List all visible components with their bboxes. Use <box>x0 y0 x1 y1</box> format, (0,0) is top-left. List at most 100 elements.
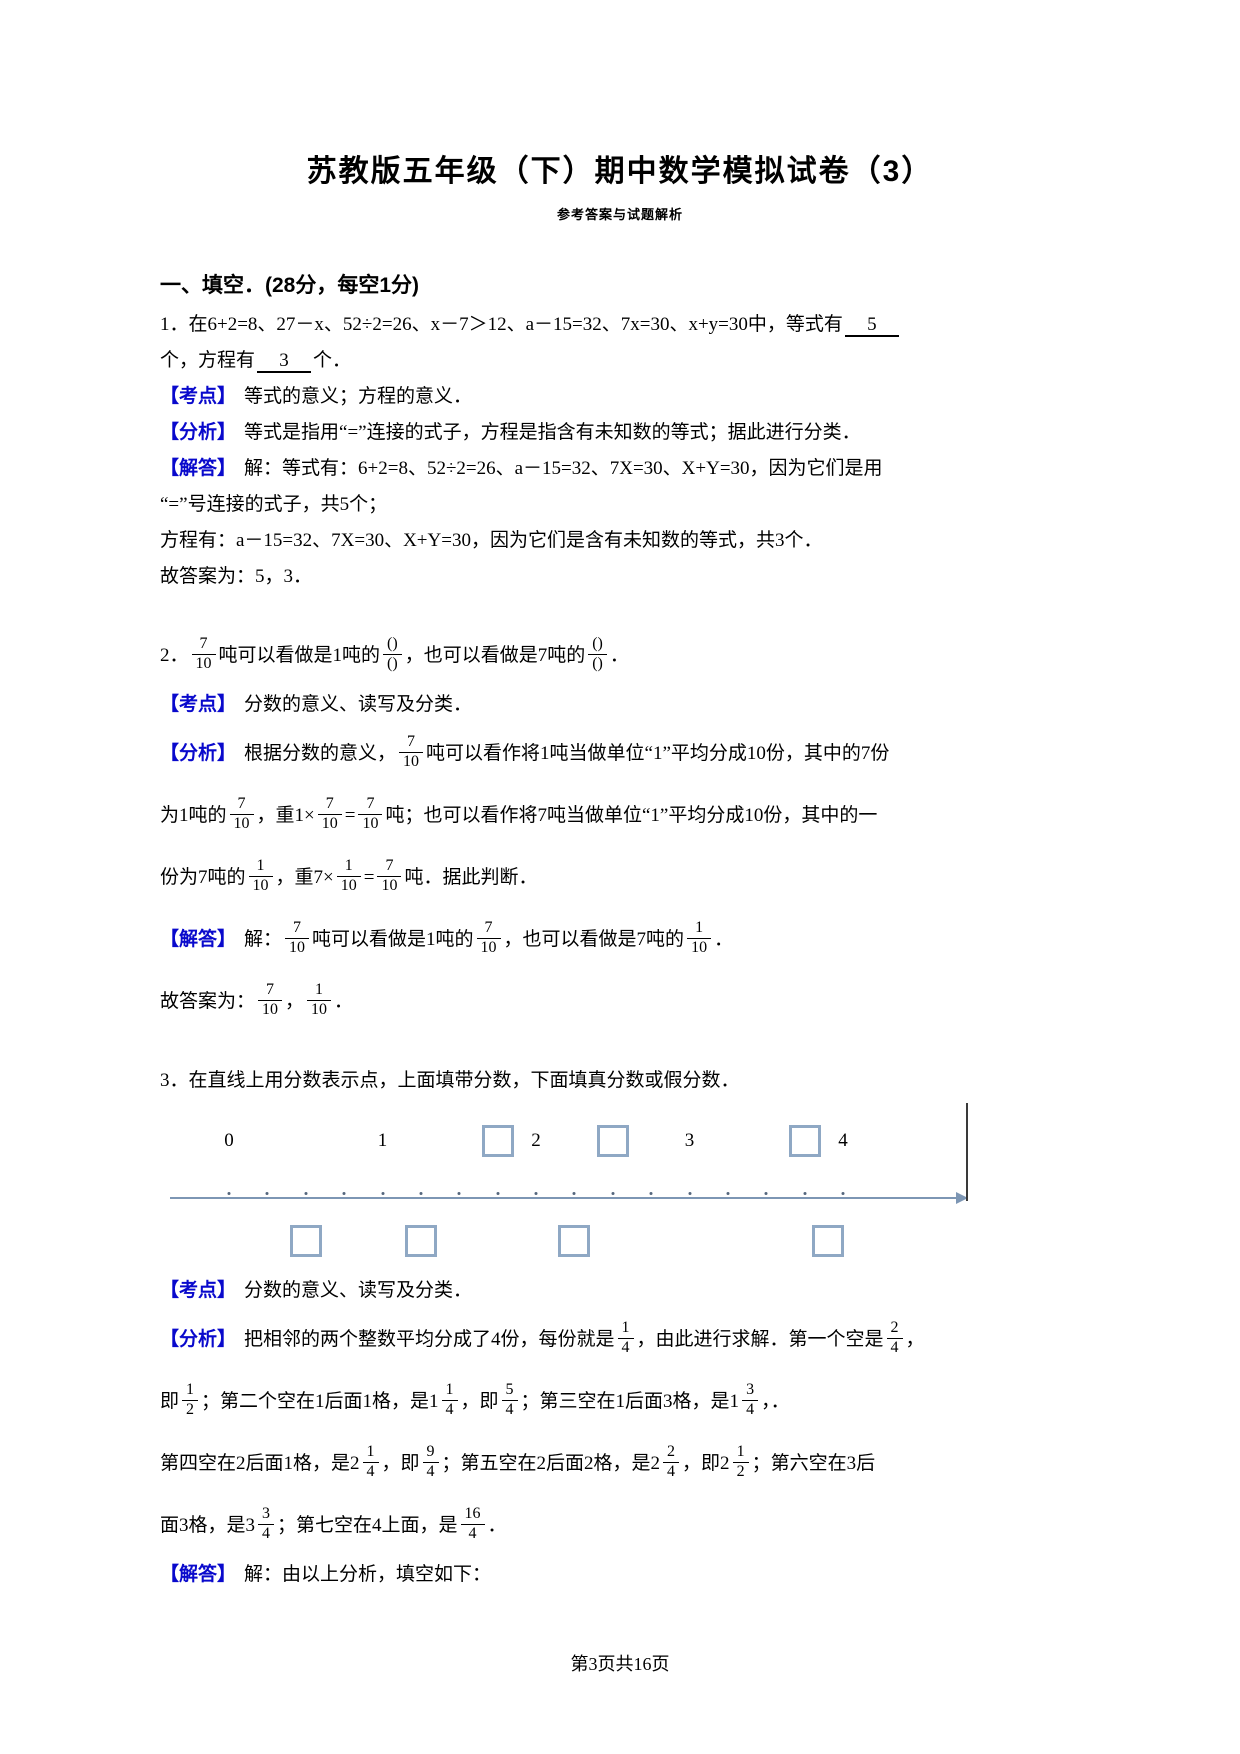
q1-fenxi: 【分析】等式是指用“=”连接的式子，方程是指含有未知数的等式；据此进行分类． <box>160 422 861 443</box>
bracket-tag-解答: 【解答】 <box>160 458 237 479</box>
border-vertical-line <box>966 1103 968 1201</box>
bracket-tag-分析: 【分析】 <box>160 1329 237 1350</box>
arrow-head-icon <box>956 1192 968 1204</box>
tick-mark <box>457 1192 461 1195</box>
axis-label-2: 2 <box>531 1130 541 1151</box>
answer-box-top <box>596 1125 629 1157</box>
tick-mark <box>304 1192 308 1195</box>
bracket-tag-解答: 【解答】 <box>160 929 237 950</box>
axis-label-1: 1 <box>377 1130 388 1151</box>
answer-box-bottom <box>811 1225 844 1257</box>
q1-jieda-line1: 【解答】解：等式有：6+2=8、52÷2=26、a－15=32、7X=30、X+… <box>160 458 883 479</box>
q3-jieda: 【解答】解：由以上分析，填空如下： <box>160 1564 492 1585</box>
q1-statement-line1: 1．在6+2=8、27－x、52÷2=26、x－7＞12、a－15=32、7x=… <box>160 307 1080 343</box>
q3-statement: 3．在直线上用分数表示点，上面填带分数，下面填真分数或假分数． <box>160 1070 740 1091</box>
page-subtitle: 参考答案与试题解析 <box>556 207 683 222</box>
tick-mark <box>227 1192 231 1195</box>
answer-box-bottom <box>404 1225 437 1257</box>
answer-blank: 3 <box>257 351 312 373</box>
fraction: ()() <box>588 635 607 674</box>
bracket-tag-考点: 【考点】 <box>160 386 237 407</box>
q1-jieda-line3: 方程有：a－15=32、7X=30、X+Y=30，因为它们是含有未知数的等式，共… <box>160 530 823 551</box>
document-body: 1．在6+2=8、27－x、52÷2=26、x－7＞12、a－15=32、7x=… <box>160 307 1080 1593</box>
answer-box-bottom <box>558 1225 591 1257</box>
bracket-tag-分析: 【分析】 <box>160 743 237 764</box>
number-line <box>170 1197 960 1199</box>
page-footer: 第3页共16页 <box>570 1654 670 1674</box>
bracket-tag-解答: 【解答】 <box>160 1564 237 1585</box>
axis-label-3: 3 <box>684 1130 695 1151</box>
spacer <box>160 1033 1080 1063</box>
tick-mark <box>342 1192 346 1195</box>
tick-mark <box>688 1192 691 1195</box>
axis-label-0: 0 <box>224 1130 234 1151</box>
tick-mark <box>611 1192 615 1195</box>
fraction: ()() <box>383 635 402 674</box>
tick-mark <box>841 1192 845 1195</box>
number-line-diagram: 0 1 2 3 4 <box>160 1103 1080 1265</box>
tick-mark <box>572 1192 576 1195</box>
q1-answer: 故答案为：5，3． <box>160 566 313 587</box>
tick-mark <box>496 1192 500 1195</box>
q3-kaodian: 【考点】分数的意义、读写及分类． <box>160 1280 473 1301</box>
answer-box-top <box>481 1125 514 1157</box>
axis-label-4: 4 <box>838 1130 848 1151</box>
bracket-tag-考点: 【考点】 <box>160 694 237 715</box>
bracket-tag-考点: 【考点】 <box>160 1280 237 1301</box>
page-title: 苏教版五年级（下）期中数学模拟试卷（3） <box>306 155 934 188</box>
spacer <box>160 595 1080 625</box>
q1-kaodian: 【考点】等式的意义；方程的意义． <box>160 386 473 407</box>
tick-mark <box>534 1192 538 1195</box>
section-heading: 一、填空．(28分，每空1分) <box>160 274 420 297</box>
tick-mark <box>803 1192 807 1195</box>
tick-mark <box>381 1192 384 1195</box>
tick-mark <box>265 1192 269 1195</box>
tick-mark <box>726 1192 730 1195</box>
answer-blank: 5 <box>844 315 899 337</box>
tick-mark <box>764 1192 768 1195</box>
tick-mark <box>419 1192 423 1195</box>
tick-mark <box>649 1192 653 1195</box>
bracket-tag-分析: 【分析】 <box>160 422 237 443</box>
q1-jieda-line2: “=”号连接的式子，共5个； <box>160 494 388 515</box>
answer-box-bottom <box>289 1225 322 1257</box>
q2-kaodian: 【考点】分数的意义、读写及分类． <box>160 694 473 715</box>
answer-box-top <box>788 1125 821 1157</box>
